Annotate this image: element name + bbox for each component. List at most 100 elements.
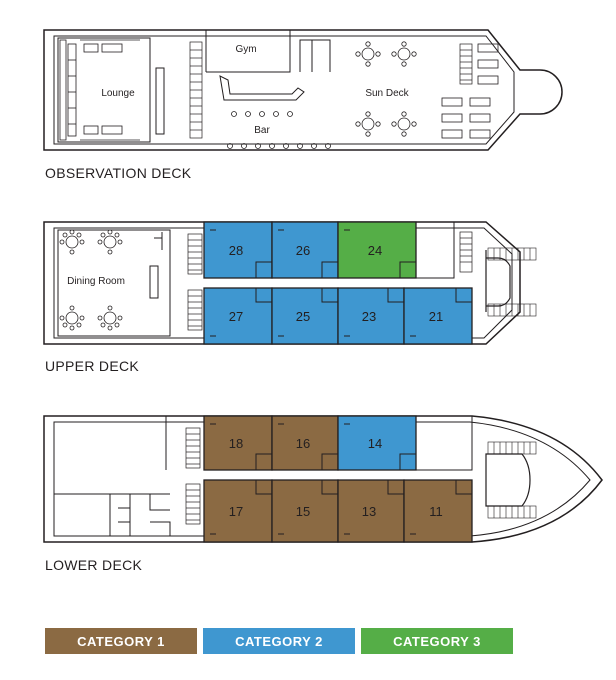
legend-swatch-3: [361, 628, 513, 654]
cabin-14[interactable]: 14: [337, 415, 417, 471]
cabin-27[interactable]: 27: [203, 287, 273, 345]
cabin-16-number: 16: [296, 436, 310, 451]
lower-deck-title: LOWER DECK: [45, 557, 142, 573]
upper-bow-structure: [485, 250, 511, 312]
upper-stairs: [187, 233, 203, 331]
bar-label: Bar: [254, 125, 270, 136]
cabin-21-number: 21: [429, 309, 443, 324]
sun-deck-label: Sun Deck: [365, 88, 409, 99]
cabin-24-bathroom-wall: [399, 261, 416, 278]
cabin-25-bathroom-wall: [321, 288, 338, 303]
observation-deck-title: OBSERVATION DECK: [45, 165, 192, 181]
dining-buffet: [149, 265, 159, 299]
gym-equipment: [299, 39, 331, 72]
cabin-24-number: 24: [368, 243, 382, 258]
upper-deck-title: UPPER DECK: [45, 358, 139, 374]
cabin-16[interactable]: 16: [271, 415, 339, 471]
lounge-windows: [59, 39, 77, 141]
cabin-21-bathroom-wall: [455, 288, 472, 303]
legend-label-1: CATEGORY 1: [77, 634, 165, 649]
cabin-11[interactable]: 11: [403, 479, 473, 543]
cabin-26-number: 26: [296, 243, 310, 258]
legend-category-1: CATEGORY 1: [45, 628, 197, 654]
cabin-23[interactable]: 23: [337, 287, 405, 345]
observation-deck-outline: [43, 29, 563, 151]
dining-partition: [154, 232, 163, 250]
sun-table-1: [355, 41, 381, 67]
upper-deck-outline: [43, 221, 521, 345]
upper-deck: [43, 221, 537, 345]
cabin-11-bathroom-wall: [455, 480, 472, 495]
cabin-13-number: 13: [362, 504, 376, 519]
lower-service-room: [415, 415, 473, 471]
cabin-21[interactable]: 21: [403, 287, 473, 345]
cabin-25-area: [271, 287, 339, 345]
sun-table-2: [391, 41, 417, 67]
cabin-27-bathroom-wall: [255, 288, 272, 303]
sun-table-4: [391, 111, 417, 137]
lower-stairs: [185, 427, 201, 525]
lower-cabins: 18 16 14 17 15 13 11: [203, 415, 473, 543]
lounge-side-table: [155, 67, 165, 135]
cabin-17-bathroom-wall: [255, 480, 272, 495]
cabin-17[interactable]: 17: [203, 479, 273, 543]
dining-room-area: [57, 229, 171, 337]
observation-deck: [43, 29, 563, 151]
lower-deck: [43, 415, 603, 543]
cabin-27-number: 27: [229, 309, 243, 324]
lounge-area: [57, 37, 151, 143]
upper-cabins: 28 26 24 27 25 23 21: [203, 221, 473, 345]
cabin-21-area: [403, 287, 473, 345]
cabin-13-bathroom-wall: [387, 480, 404, 495]
legend-category-3: CATEGORY 3: [361, 628, 513, 654]
lounge-label: Lounge: [101, 88, 135, 99]
lower-gangway: [487, 441, 537, 519]
cabin-13[interactable]: 13: [337, 479, 405, 543]
sun-table-3: [355, 111, 381, 137]
cabin-16-bathroom-wall: [321, 453, 338, 470]
cabin-14-number: 14: [368, 436, 382, 451]
cabin-26-bathroom-wall: [321, 261, 338, 278]
gym-label: Gym: [235, 44, 256, 55]
cabin-28-bathroom-wall: [255, 261, 272, 278]
cabin-23-area: [337, 287, 405, 345]
sun-loungers: [441, 43, 499, 139]
lounge-sofas: [80, 39, 140, 141]
cabin-25-number: 25: [296, 309, 310, 324]
cabin-23-bathroom-wall: [387, 288, 404, 303]
cabin-18[interactable]: 18: [203, 415, 273, 471]
cabin-23-number: 23: [362, 309, 376, 324]
legend-swatch-2: [203, 628, 355, 654]
sun-deck-stairs: [459, 43, 473, 85]
cabin-15-number: 15: [296, 504, 310, 519]
cabin-17-area: [203, 479, 273, 543]
cabin-24[interactable]: 24: [337, 221, 417, 279]
bar-counter: [219, 75, 305, 101]
legend-swatch-1: [45, 628, 197, 654]
upper-service-room: [415, 221, 455, 279]
cabin-15-area: [271, 479, 339, 543]
legend-category-2: CATEGORY 2: [203, 628, 355, 654]
upper-gangway: [487, 247, 537, 317]
cabin-16-area: [271, 415, 339, 471]
cabin-26[interactable]: 26: [271, 221, 339, 279]
category-legend: CATEGORY 1 CATEGORY 2 CATEGORY 3: [45, 628, 513, 654]
cabin-14-area: [337, 415, 417, 471]
observation-stairs: [189, 41, 203, 139]
bar-stools: [227, 111, 331, 149]
gym-walls: [205, 30, 291, 73]
cabin-28-number: 28: [229, 243, 243, 258]
cabin-11-area: [403, 479, 473, 543]
legend-label-3: CATEGORY 3: [393, 634, 481, 649]
cabin-24-area: [337, 221, 417, 279]
lower-deck-inner: [53, 421, 591, 537]
observation-deck-inner: [53, 35, 515, 145]
cabin-25[interactable]: 25: [271, 287, 339, 345]
cabin-18-number: 18: [229, 436, 243, 451]
cabin-18-bathroom-wall: [255, 453, 272, 470]
sun-deck-tables: [355, 41, 417, 137]
cabin-15[interactable]: 15: [271, 479, 339, 543]
dining-tables: [59, 229, 123, 331]
cabin-28[interactable]: 28: [203, 221, 273, 279]
